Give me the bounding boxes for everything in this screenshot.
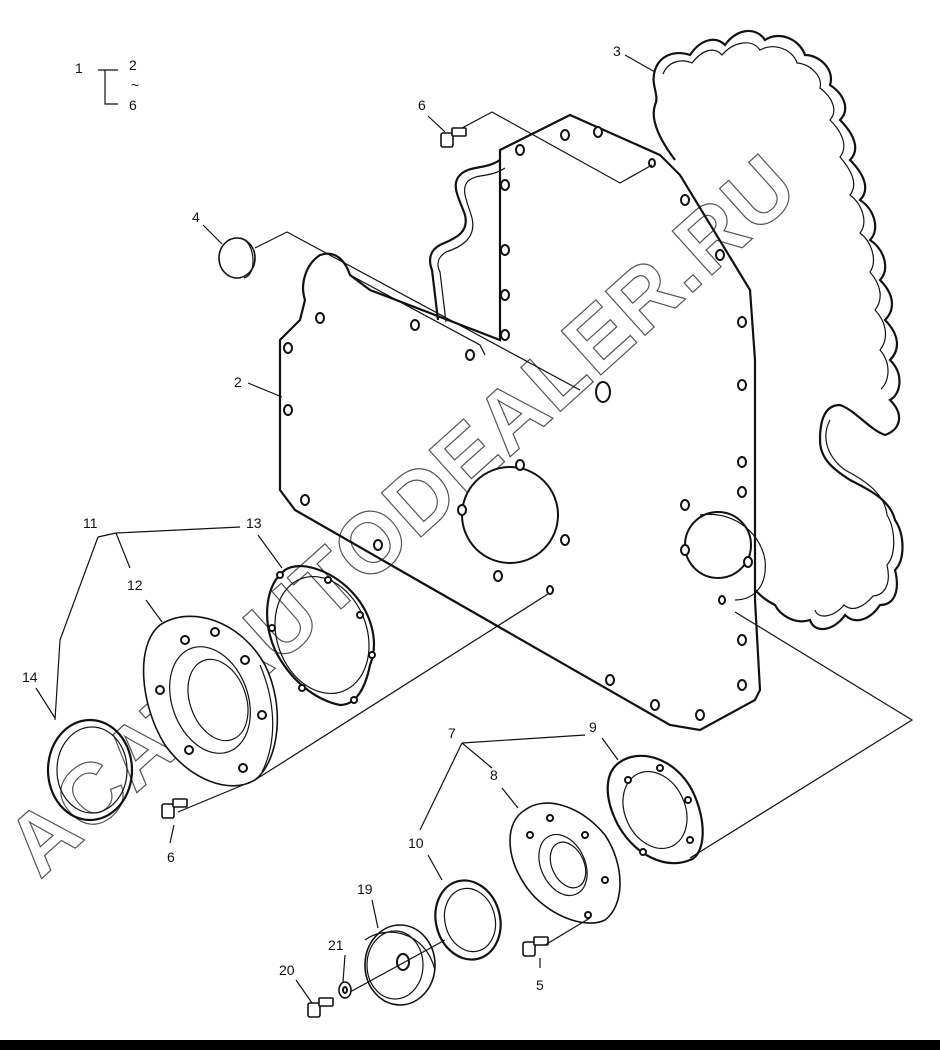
label-14: 14: [22, 669, 38, 685]
label-2: 2: [234, 374, 242, 390]
front-housing-plate: [278, 113, 766, 732]
label-9: 9: [589, 719, 597, 735]
gasket-3-left-segment: [429, 159, 506, 323]
label-5: 5: [536, 977, 544, 993]
cover-12: [142, 615, 279, 787]
label-19: 19: [357, 881, 373, 897]
label-11: 11: [83, 515, 98, 531]
gasket-13: [266, 565, 376, 707]
label-6-top: 6: [418, 97, 426, 113]
callout-labels: 1 2 ~ 6 3 6 4 2 11 13 12 14 6 7 9 8 10 1…: [22, 43, 621, 993]
gasket-3: [652, 29, 904, 631]
watermark: ACAT.AUTODEALER.RU: [0, 136, 816, 894]
plug-4: [218, 237, 256, 279]
label-4: 4: [192, 209, 200, 225]
label-8: 8: [490, 767, 498, 783]
label-6-range: 6: [129, 97, 137, 113]
bolt-holes: [283, 126, 753, 721]
bolt-20: [307, 997, 334, 1018]
gasket-9: [606, 754, 704, 865]
seal-10: [434, 879, 502, 961]
bottom-border: [0, 1040, 940, 1050]
label-12: 12: [127, 577, 143, 593]
label-7: 7: [448, 725, 456, 741]
bolt-6-lower: [161, 798, 188, 819]
cover-8: [509, 802, 621, 924]
label-10: 10: [408, 835, 424, 851]
label-3: 3: [613, 43, 621, 59]
label-20: 20: [279, 962, 295, 978]
label-13: 13: [246, 515, 262, 531]
label-2-range: 2: [129, 57, 137, 73]
seal-14: [46, 718, 134, 822]
label-1: 1: [75, 60, 83, 76]
washer-21: [338, 981, 352, 999]
label-tilde: ~: [131, 77, 139, 93]
bolt-6-top: [440, 127, 467, 148]
label-6-lower: 6: [167, 849, 175, 865]
bolt-5: [522, 936, 549, 957]
label-21: 21: [328, 937, 344, 953]
leader-lines: [35, 54, 914, 1004]
